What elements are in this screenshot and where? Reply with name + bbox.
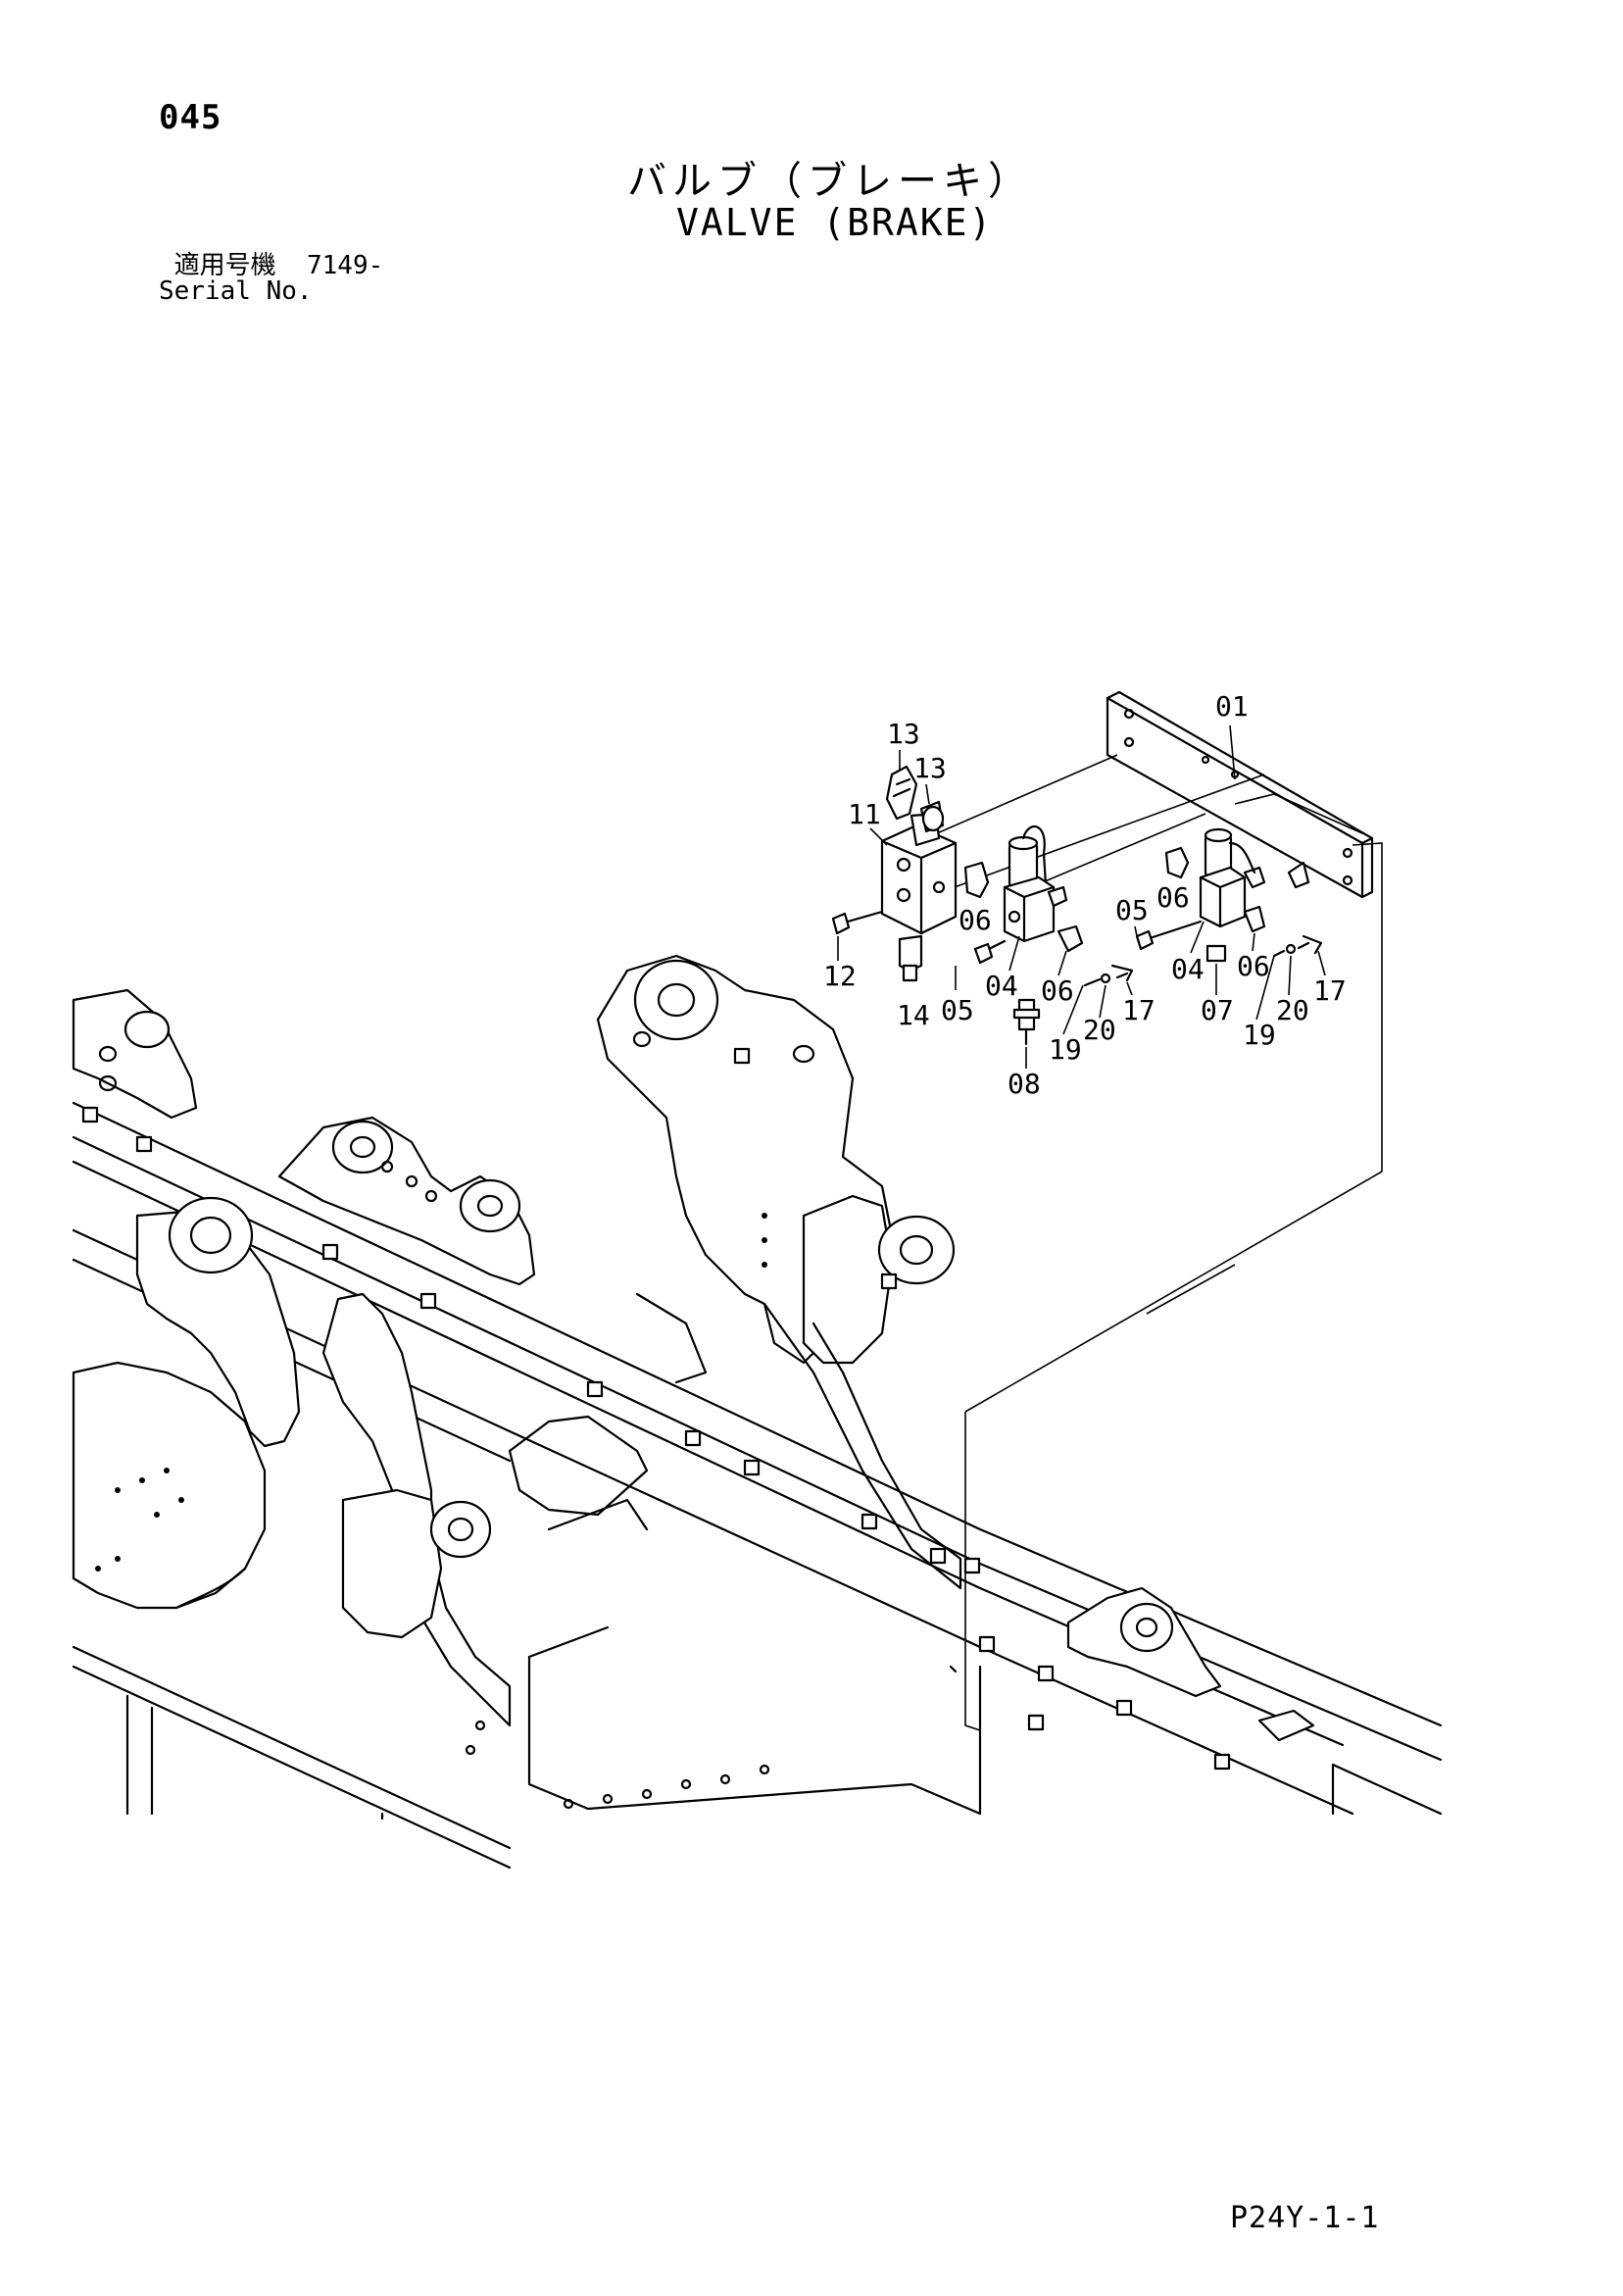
callout-text: 17 [1313,974,1347,1007]
callout-text: 05 [1115,894,1149,926]
callout-11: 11 [848,798,888,846]
callout-text: 07 [1201,994,1234,1026]
serial-info: 適用号機 7149- Serial No. [159,253,383,304]
callout-06-right-a: 06 [1156,881,1190,914]
callout-05-left: 05 [941,966,974,1026]
page-title-english: VALVE (BRAKE) [676,201,994,244]
callout-08: 08 [1008,1047,1041,1100]
callout-text: 20 [1276,994,1309,1026]
callout-text: 12 [823,960,857,992]
serial-label-jp: 適用号機 [173,251,276,280]
callout-06-left-b: 06 [1041,950,1074,1007]
callout-05-right: 05 [1115,894,1149,937]
callout-19-right: 19 [1243,955,1276,1051]
callout-20-right: 20 [1276,955,1309,1026]
callout-04-right: 04 [1171,921,1205,985]
callout-14: 14 [897,999,930,1031]
page-number: 045 [159,98,222,137]
callout-text: 08 [1008,1068,1041,1100]
callout-13b: 13 [913,752,947,805]
callout-text: 17 [1122,994,1156,1026]
callout-text: 11 [848,798,881,830]
callout-text: 01 [1215,690,1249,723]
callout-07: 07 [1201,964,1234,1026]
callout-text: 13 [913,752,947,784]
callout-text: 19 [1243,1019,1276,1051]
callout-text: 06 [1041,974,1074,1007]
serial-value: 7149- [306,251,384,280]
callout-text: 06 [959,904,992,936]
callout-06-right-b: 06 [1237,932,1270,982]
callout-17-left: 17 [1122,981,1156,1026]
callout-04-left: 04 [985,935,1020,1002]
valve-assembly-drawing [831,690,1383,1731]
callout-text: 04 [1171,953,1205,985]
callout-text: 06 [1237,950,1270,982]
callout-text: 19 [1049,1033,1082,1066]
callout-01: 01 [1215,690,1249,780]
callout-19-left: 19 [1049,984,1084,1066]
callout-20-left: 20 [1083,984,1116,1046]
callout-13a: 13 [887,718,920,770]
callout-text: 05 [941,994,974,1026]
callout-text: 06 [1156,881,1190,914]
callout-12: 12 [823,936,857,992]
drawing-code: P24Y-1-1 [1230,2201,1380,2235]
callout-text: 14 [897,999,930,1031]
callout-text: 13 [887,718,920,750]
callout-text: 20 [1083,1014,1116,1046]
frame-drawing [72,954,1443,1870]
callout-17-right: 17 [1313,950,1347,1007]
callout-text: 04 [985,970,1018,1002]
page-title-japanese: バルブ（ブレーキ） [627,159,1033,204]
callout-06-left-a: 06 [959,904,992,936]
serial-label-en: Serial No. [159,276,313,306]
callout-labels: 01 13 13 11 12 14 06 05 04 06 08 19 20 1… [823,690,1347,1100]
